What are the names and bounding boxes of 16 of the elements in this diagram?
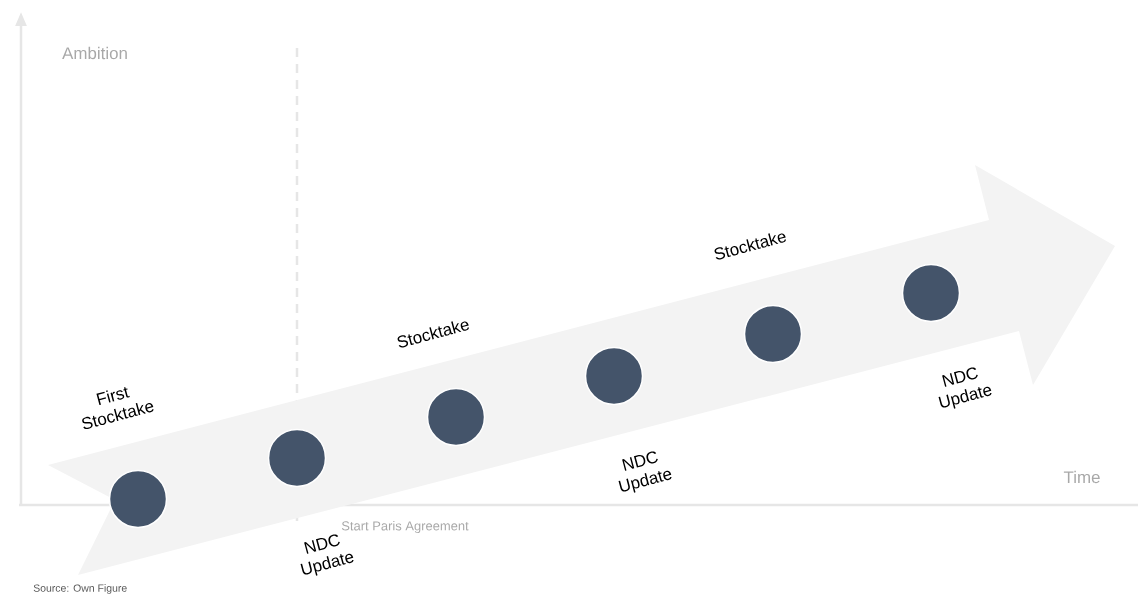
milestone-dot — [426, 387, 486, 447]
milestone-dot — [901, 263, 961, 323]
stage-label: NDC Update — [300, 534, 354, 576]
milestone-dot — [267, 428, 327, 488]
axis-label: Ambition — [62, 46, 127, 60]
milestone-dot — [743, 304, 803, 364]
source-note: Source: Own Figure — [33, 584, 127, 594]
stage-label: NDC Update — [938, 367, 992, 409]
stage-label: NDC Update — [618, 451, 672, 493]
stage-label: Stocktake — [714, 233, 787, 260]
milestone-dot — [584, 346, 644, 406]
milestone-label: Start Paris Agreement — [341, 520, 469, 534]
stage-label: First Stocktake — [82, 386, 154, 430]
milestone-dot — [108, 469, 168, 529]
stage-label: Stocktake — [397, 321, 470, 348]
axis-label: Time — [1063, 470, 1100, 484]
